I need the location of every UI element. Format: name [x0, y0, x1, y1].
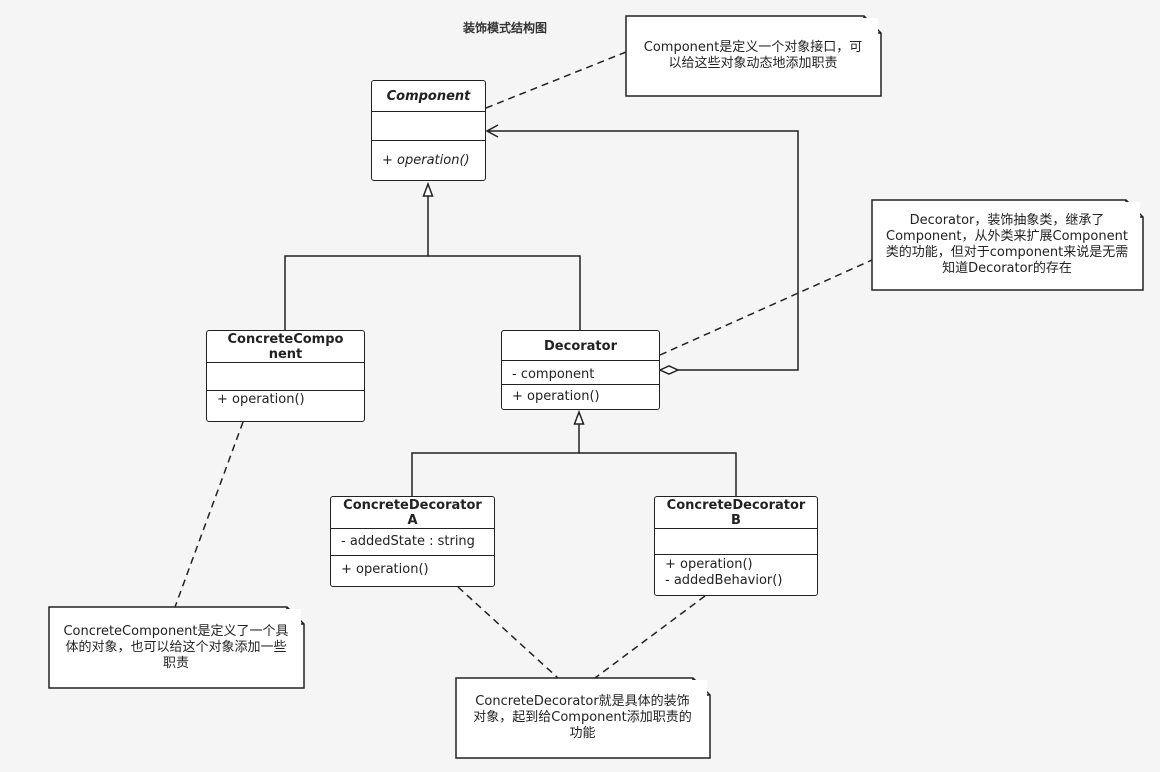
operation-item: + operation() — [512, 389, 600, 404]
generalization-line-decorator — [428, 255, 581, 330]
operations-section: + operation() — [502, 385, 659, 408]
class-name: ConcreteComponent — [207, 331, 364, 363]
class-name: ConcreteDecoratorB — [655, 497, 817, 529]
operations-section: + operation() — [331, 556, 494, 585]
generalization-line-concrete-decorator-a — [411, 424, 580, 496]
operations-section: + operation() — [207, 391, 364, 420]
note-text: ConcreteComponent是定义了一个具体的对象，也可以给这个对象添加一… — [63, 623, 289, 671]
operation-item: + operation() — [341, 562, 429, 577]
class-name: Component — [372, 81, 485, 112]
decorator-note: Decorator，装饰抽象类，继承了Component，从外类来扩展Compo… — [874, 202, 1140, 288]
component-note-anchor — [485, 51, 627, 109]
class-component[interactable]: Component + operation() — [371, 80, 486, 181]
note-text: Component是定义一个对象接口，可以给这些对象动态地添加职责 — [643, 40, 863, 71]
decorator-note-anchor — [659, 259, 873, 356]
attributes-section — [372, 112, 485, 141]
note-text: Decorator，装饰抽象类，继承了Component，从外类来扩展Compo… — [885, 213, 1129, 276]
class-concrete-component[interactable]: ConcreteComponent + operation() — [206, 330, 365, 422]
operation-item: + operation() — [217, 392, 305, 407]
aggregation-line — [488, 130, 799, 371]
attribute-item: - component — [512, 367, 595, 382]
class-concrete-decorator-a[interactable]: ConcreteDecoratorA - addedState : string… — [330, 496, 495, 587]
operations-section: + operation() - addedBehavior() — [655, 555, 817, 594]
concrete-decorator-a-note-anchor — [457, 586, 559, 679]
class-name: ConcreteDecoratorA — [331, 497, 494, 529]
concrete-decorator-note: ConcreteDecorator就是具体的装饰对象，起到给Component添… — [458, 680, 707, 756]
diagram-title: 装饰模式结构图 — [462, 21, 547, 35]
attribute-item: - addedState : string — [341, 534, 475, 549]
attributes-section: - component — [502, 361, 659, 385]
note-text: ConcreteDecorator就是具体的装饰对象，起到给Component添… — [473, 694, 692, 741]
attributes-section — [655, 529, 817, 555]
operation-item: - addedBehavior() — [665, 573, 783, 588]
class-name: Decorator — [502, 331, 659, 361]
generalization-line-concrete-component — [284, 196, 429, 330]
aggregation-open-arrowhead — [485, 124, 499, 138]
component-note: Component是定义一个对象接口，可以给这些对象动态地添加职责 — [628, 18, 878, 94]
generalization-arrowhead-component — [422, 181, 434, 197]
operation-item: + operation() — [382, 153, 470, 168]
attributes-section — [207, 363, 364, 391]
class-concrete-decorator-b[interactable]: ConcreteDecoratorB + operation() - added… — [654, 496, 818, 596]
class-decorator[interactable]: Decorator - component + operation() — [501, 330, 660, 410]
generalization-line-concrete-decorator-b — [579, 452, 737, 496]
operation-item: + operation() — [665, 557, 753, 572]
aggregation-diamond — [658, 365, 680, 375]
concrete-component-note: ConcreteComponent是定义了一个具体的对象，也可以给这个对象添加一… — [51, 609, 301, 686]
operations-section: + operation() — [372, 141, 485, 179]
concrete-decorator-b-note-anchor — [594, 595, 706, 679]
concrete-component-note-anchor — [174, 421, 244, 608]
attributes-section: - addedState : string — [331, 529, 494, 556]
generalization-arrowhead-decorator — [573, 409, 585, 425]
